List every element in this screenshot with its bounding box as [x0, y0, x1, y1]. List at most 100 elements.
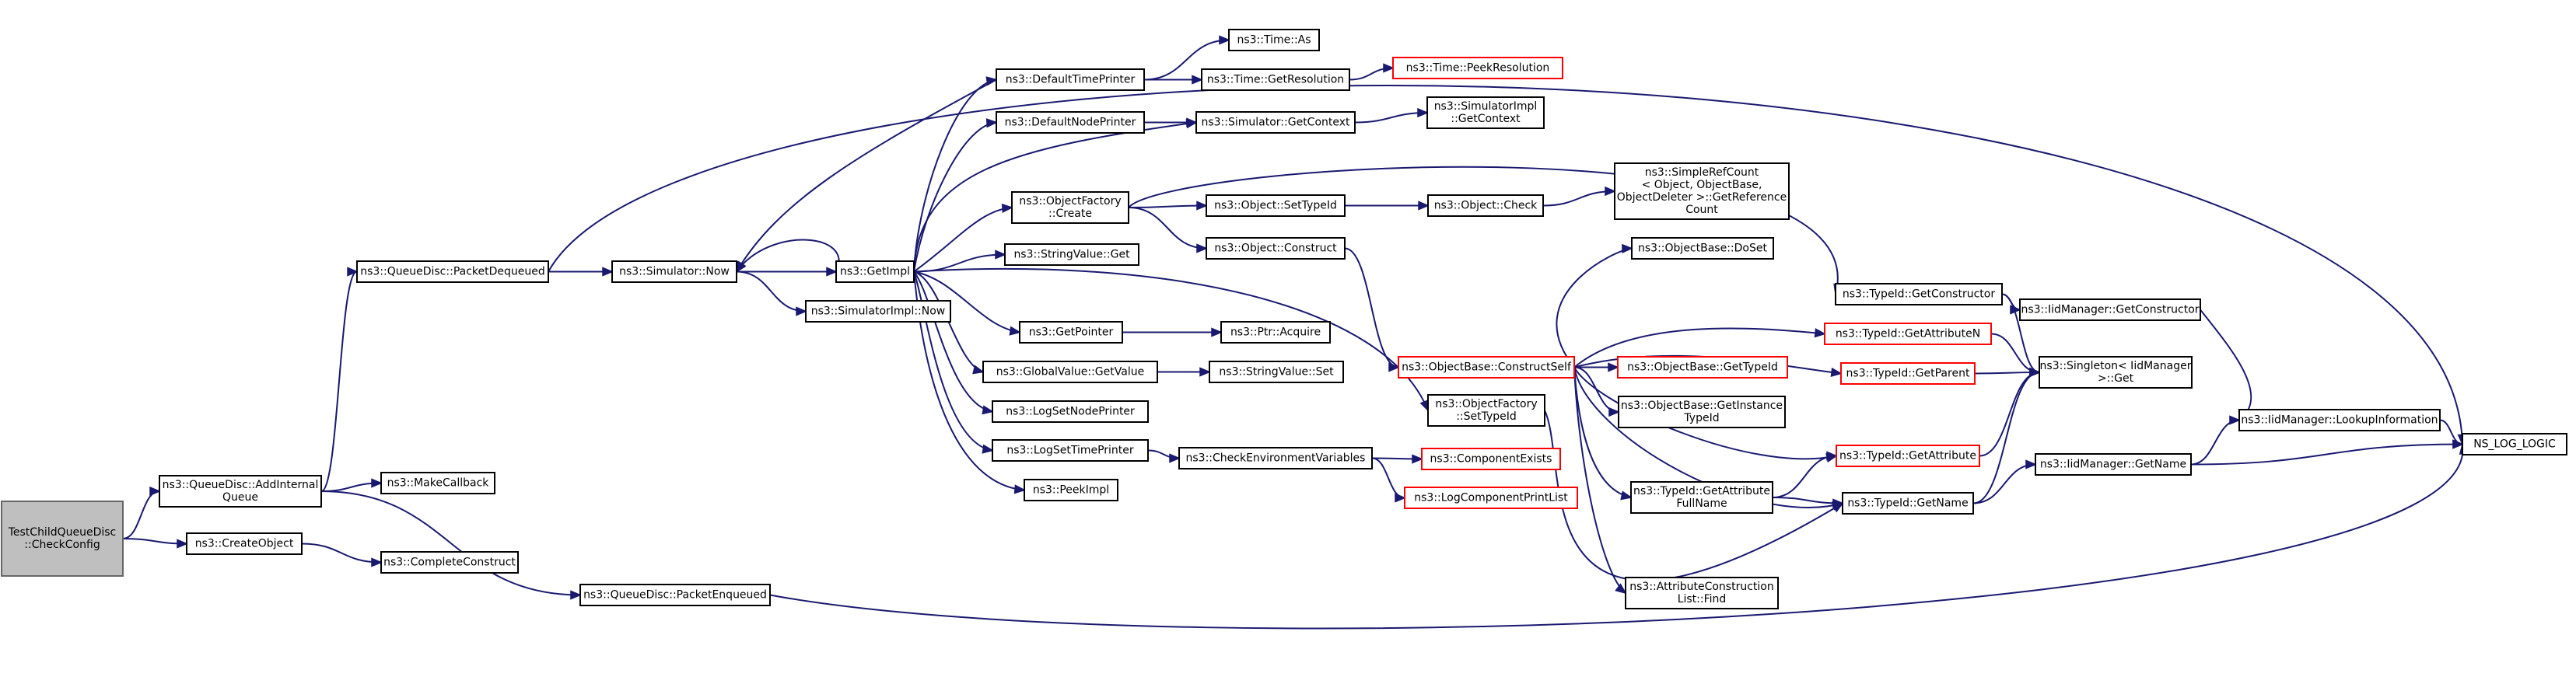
node-pktdequeued[interactable]: ns3::QueueDisc::PacketDequeued	[356, 260, 549, 283]
node-peekimpl[interactable]: ns3::PeekImpl	[1024, 479, 1118, 501]
node-label: ns3::Object::Construct	[1214, 243, 1337, 255]
node-deftimeprinter[interactable]: ns3::DefaultTimePrinter	[996, 68, 1145, 91]
node-nslog[interactable]: NS_LOG_LOGIC	[2462, 433, 2567, 455]
node-box	[1, 501, 124, 577]
node-simimplgetcontext[interactable]: ns3::SimulatorImpl::GetContext	[1426, 96, 1545, 129]
node-stringvalueget[interactable]: ns3::StringValue::Get	[1004, 243, 1139, 266]
node-pktenqueued[interactable]: ns3::QueueDisc::PacketEnqueued	[579, 584, 771, 606]
node-label: ns3::TypeId::GetParent	[1846, 368, 1970, 380]
node-objbasedoset[interactable]: ns3::ObjectBase::DoSet	[1631, 237, 1774, 260]
node-box	[1011, 191, 1129, 224]
node-componentexists[interactable]: ns3::ComponentExists	[1421, 448, 1561, 470]
edge-arrowhead	[1199, 367, 1211, 377]
edge-typeidgetname-to-singletonget	[1972, 367, 2041, 504]
node-objbasegettypeid[interactable]: ns3::ObjectBase::GetTypeId	[1617, 356, 1788, 379]
edge-line	[320, 270, 358, 492]
node-objfactorysettypeid[interactable]: ns3::ObjectFactory::SetTypeId	[1427, 394, 1545, 427]
edge-objbaseconstructself-to-typeidgetattrfullname	[1573, 367, 1633, 501]
node-box	[1178, 447, 1373, 469]
edge-line	[1143, 39, 1230, 81]
edge-arrowhead	[1013, 484, 1026, 494]
node-timeas[interactable]: ns3::Time::As	[1228, 29, 1320, 51]
node-iidmgrgetname[interactable]: ns3::IidManager::GetName	[2035, 453, 2192, 476]
node-simimplnow[interactable]: ns3::SimulatorImpl::Now	[805, 300, 951, 323]
edge-arrowhead	[1830, 367, 1843, 378]
node-getpointer[interactable]: ns3::GetPointer	[1019, 321, 1123, 344]
node-box	[356, 260, 549, 283]
edge-arrowhead	[2229, 415, 2241, 425]
node-typeidgetname[interactable]: ns3::TypeId::GetName	[1842, 492, 1974, 515]
node-logsettimeprinter[interactable]: ns3::LogSetTimePrinter	[992, 439, 1149, 462]
node-box	[1004, 243, 1139, 266]
node-box	[992, 439, 1149, 462]
node-logcomponentprintlist[interactable]: ns3::LogComponentPrintList	[1404, 487, 1578, 509]
node-iidmgrlookupinfo[interactable]: ns3::IidManager::LookupInformation	[2238, 409, 2441, 431]
edge-objbaseconstructself-to-objbasegettypeid	[1573, 362, 1619, 372]
node-stringvalueset[interactable]: ns3::StringValue::Set	[1209, 361, 1344, 383]
edge-iidmgrgetconstructor-to-iidmgrlookupinfo	[2200, 309, 2252, 421]
node-timegetresolution[interactable]: ns3::Time::GetResolution	[1201, 68, 1350, 91]
node-defnodeprinter[interactable]: ns3::DefaultNodePrinter	[996, 111, 1145, 134]
node-objsettypeid[interactable]: ns3::Object::SetTypeId	[1206, 194, 1346, 217]
node-typeidgetattribute[interactable]: ns3::TypeId::GetAttribute	[1836, 445, 1980, 467]
edge-arrowhead	[796, 306, 807, 316]
node-box	[380, 472, 495, 494]
edge-addinternal-to-pktdequeued	[320, 267, 359, 492]
node-label: ns3::IidManager::LookupInformation	[2241, 414, 2438, 427]
node-typeidgetparent[interactable]: ns3::TypeId::GetParent	[1840, 362, 1976, 385]
node-label: Count	[1685, 204, 1718, 216]
edge-line	[913, 270, 993, 413]
node-box	[1209, 361, 1344, 383]
node-simnow[interactable]: ns3::Simulator::Now	[611, 260, 737, 283]
node-box	[1392, 57, 1563, 79]
node-getimpl[interactable]: ns3::GetImpl	[835, 260, 915, 283]
node-simplerefcount[interactable]: ns3::SimpleRefCount< Object, ObjectBase,…	[1614, 162, 1790, 220]
node-objfactorycreate[interactable]: ns3::ObjectFactory::Create	[1011, 191, 1129, 224]
node-ptracquire[interactable]: ns3::Ptr::Acquire	[1220, 321, 1331, 344]
edge-arrowhead	[1605, 186, 1616, 197]
node-simgetcontext[interactable]: ns3::Simulator::GetContext	[1195, 111, 1356, 134]
edge-objbaseconstructself-to-attrconstructionlistfind	[1573, 367, 1627, 595]
node-globalvaluegetvalue[interactable]: ns3::GlobalValue::GetValue	[982, 361, 1158, 383]
edge-line	[1573, 367, 1626, 594]
node-label: ns3::ComponentExists	[1430, 453, 1552, 466]
edge-getpointer-to-ptracquire	[1122, 327, 1223, 337]
node-label: ns3::TypeId::GetConstructor	[1843, 288, 1995, 301]
node-objconstruct[interactable]: ns3::Object::Construct	[1206, 237, 1346, 260]
node-label: ns3::ObjectFactory	[1435, 398, 1537, 410]
node-label: TestChildQueueDisc	[8, 526, 117, 539]
edge-arrowhead	[1388, 362, 1400, 372]
node-box	[159, 475, 322, 508]
node-completeconstruct[interactable]: ns3::CompleteConstruct	[380, 551, 519, 574]
node-label: ns3::Simulator::GetContext	[1201, 117, 1350, 129]
edge-line	[2200, 309, 2252, 421]
node-makecallback[interactable]: ns3::MakeCallback	[380, 472, 495, 494]
edge-arrowhead	[2029, 367, 2041, 378]
node-objbaseconstructself[interactable]: ns3::ObjectBase::ConstructSelf	[1398, 356, 1575, 379]
node-singletonget[interactable]: ns3::Singleton< IidManager>::Get	[2039, 356, 2193, 389]
edge-checkenvvars-to-logcomponentprintlist	[1371, 457, 1406, 503]
edge-arrowhead	[826, 267, 838, 277]
node-typeidgetconstructor[interactable]: ns3::TypeId::GetConstructor	[1835, 283, 2003, 305]
node-typeidgetattributen[interactable]: ns3::TypeId::GetAttributeN	[1824, 323, 1992, 345]
node-label: ns3::StringValue::Set	[1219, 366, 1334, 379]
edge-line	[1371, 457, 1405, 499]
node-createobject[interactable]: ns3::CreateObject	[186, 532, 303, 555]
edge-arrowhead	[1620, 490, 1633, 501]
edge-pktenqueued-to-nslog	[769, 442, 2469, 630]
edge-globalvaluegetvalue-to-stringvalueset	[1157, 367, 1211, 377]
edge-deftimeprinter-to-simnow	[736, 79, 997, 274]
edge-line	[1972, 372, 2040, 504]
edge-arrowhead	[1001, 203, 1013, 214]
edge-line	[1772, 455, 1837, 498]
node-timepeekresolution[interactable]: ns3::Time::PeekResolution	[1392, 57, 1563, 79]
node-logsetnodeprinter[interactable]: ns3::LogSetNodePrinter	[992, 400, 1149, 423]
node-objcheck[interactable]: ns3::Object::Check	[1427, 194, 1544, 217]
node-iidmgrgetconstructor[interactable]: ns3::IidManager::GetConstructor	[2019, 298, 2201, 321]
node-checkenvvars[interactable]: ns3::CheckEnvironmentVariables	[1178, 447, 1373, 469]
